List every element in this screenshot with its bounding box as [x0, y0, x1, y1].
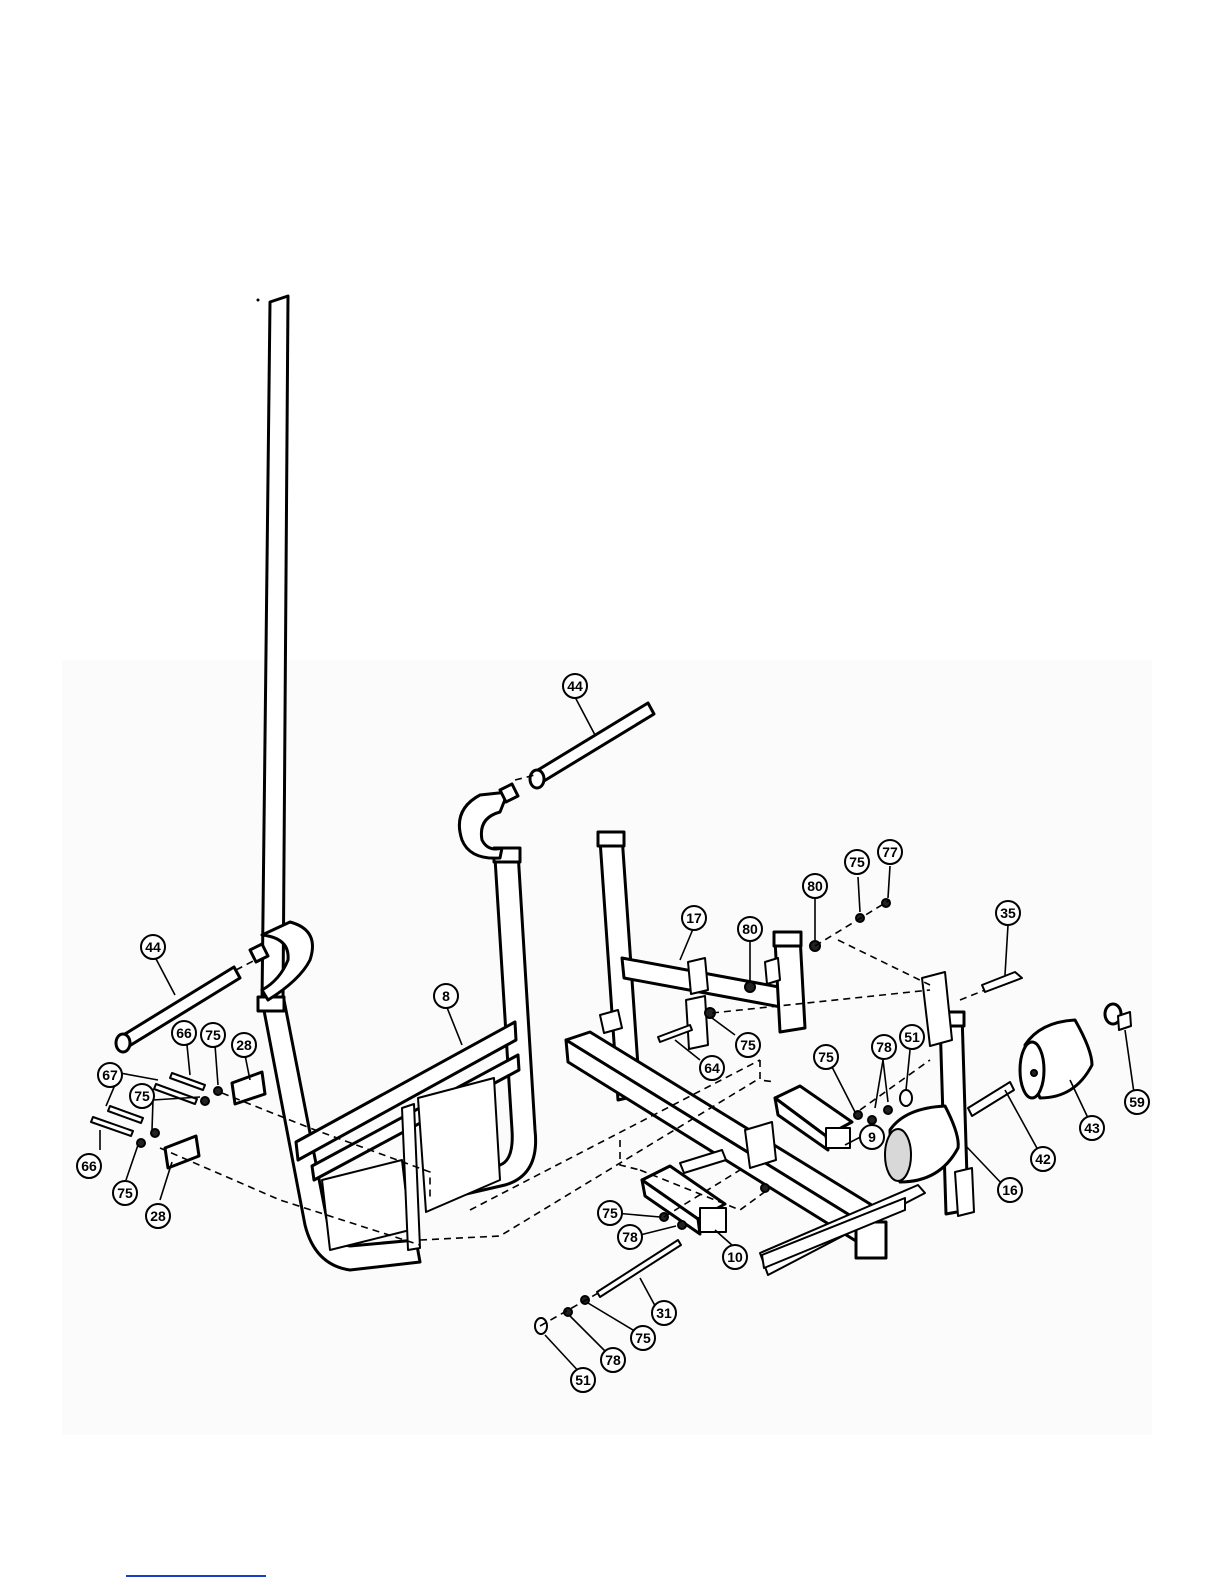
callout-78b: 78	[618, 1225, 642, 1249]
callout-label: 10	[727, 1249, 743, 1265]
callout-label: 67	[102, 1067, 118, 1083]
callout-44a: 44	[563, 674, 587, 698]
callout-17: 17	[682, 906, 706, 930]
callout-label: 43	[1084, 1120, 1100, 1136]
callout-42: 42	[1031, 1147, 1055, 1171]
callout-label: 77	[882, 844, 898, 860]
callout-80b: 80	[803, 874, 827, 898]
callout-28a: 28	[232, 1033, 256, 1057]
callout-label: 75	[635, 1330, 651, 1346]
callout-51a: 51	[900, 1025, 924, 1049]
callout-51b: 51	[571, 1368, 595, 1392]
callout-label: 42	[1035, 1151, 1051, 1167]
callout-16: 16	[998, 1178, 1022, 1202]
callout-label: 9	[868, 1129, 876, 1145]
callout-64: 64	[700, 1056, 724, 1080]
bottom-link-underline	[126, 1575, 266, 1577]
callout-75b: 75	[130, 1084, 154, 1108]
callout-label: 75	[134, 1088, 150, 1104]
callout-label: 31	[656, 1305, 672, 1321]
callout-66b: 66	[77, 1154, 101, 1178]
callout-label: 28	[150, 1208, 166, 1224]
callout-label: 78	[876, 1039, 892, 1055]
callout-label: 59	[1129, 1094, 1145, 1110]
callout-label: 75	[849, 854, 865, 870]
callout-66a: 66	[172, 1021, 196, 1045]
callout-75h: 75	[631, 1326, 655, 1350]
callout-label: 17	[686, 910, 702, 926]
callout-label: 78	[605, 1352, 621, 1368]
callout-75e: 75	[736, 1033, 760, 1057]
callout-80a: 80	[738, 917, 762, 941]
callout-43: 43	[1080, 1116, 1104, 1140]
callout-label: 75	[205, 1027, 221, 1043]
callout-label: 35	[1000, 905, 1016, 921]
callout-label: 44	[145, 939, 161, 955]
callout-label: 75	[740, 1037, 756, 1053]
callout-78c: 78	[601, 1348, 625, 1372]
callout-8: 8	[434, 984, 458, 1008]
callout-label: 51	[904, 1029, 920, 1045]
callout-label: 44	[567, 678, 583, 694]
callout-9: 9	[860, 1125, 884, 1149]
callout-label: 64	[704, 1060, 720, 1076]
callout-78a: 78	[872, 1035, 896, 1059]
callout-59: 59	[1125, 1090, 1149, 1114]
callout-31: 31	[652, 1301, 676, 1325]
callout-75g: 75	[598, 1201, 622, 1225]
callout-label: 75	[602, 1205, 618, 1221]
callout-75f: 75	[814, 1045, 838, 1069]
callout-label: 80	[742, 921, 758, 937]
callout-label: 8	[442, 988, 450, 1004]
callout-label: 16	[1002, 1182, 1018, 1198]
callout-67: 67	[98, 1063, 122, 1087]
callout-label: 75	[117, 1185, 133, 1201]
callout-75c: 75	[113, 1181, 137, 1205]
callout-label: 78	[622, 1229, 638, 1245]
callout-44b: 44	[141, 935, 165, 959]
callout-label: 51	[575, 1372, 591, 1388]
callout-10: 10	[723, 1245, 747, 1269]
callout-77: 77	[878, 840, 902, 864]
callout-label: 66	[81, 1158, 97, 1174]
callout-label: 66	[176, 1025, 192, 1041]
callout-28b: 28	[146, 1204, 170, 1228]
callout-75a: 75	[201, 1023, 225, 1047]
callout-label: 28	[236, 1037, 252, 1053]
callout-35: 35	[996, 901, 1020, 925]
callout-label: 80	[807, 878, 823, 894]
callout-label: 75	[818, 1049, 834, 1065]
callout-75d: 75	[845, 850, 869, 874]
